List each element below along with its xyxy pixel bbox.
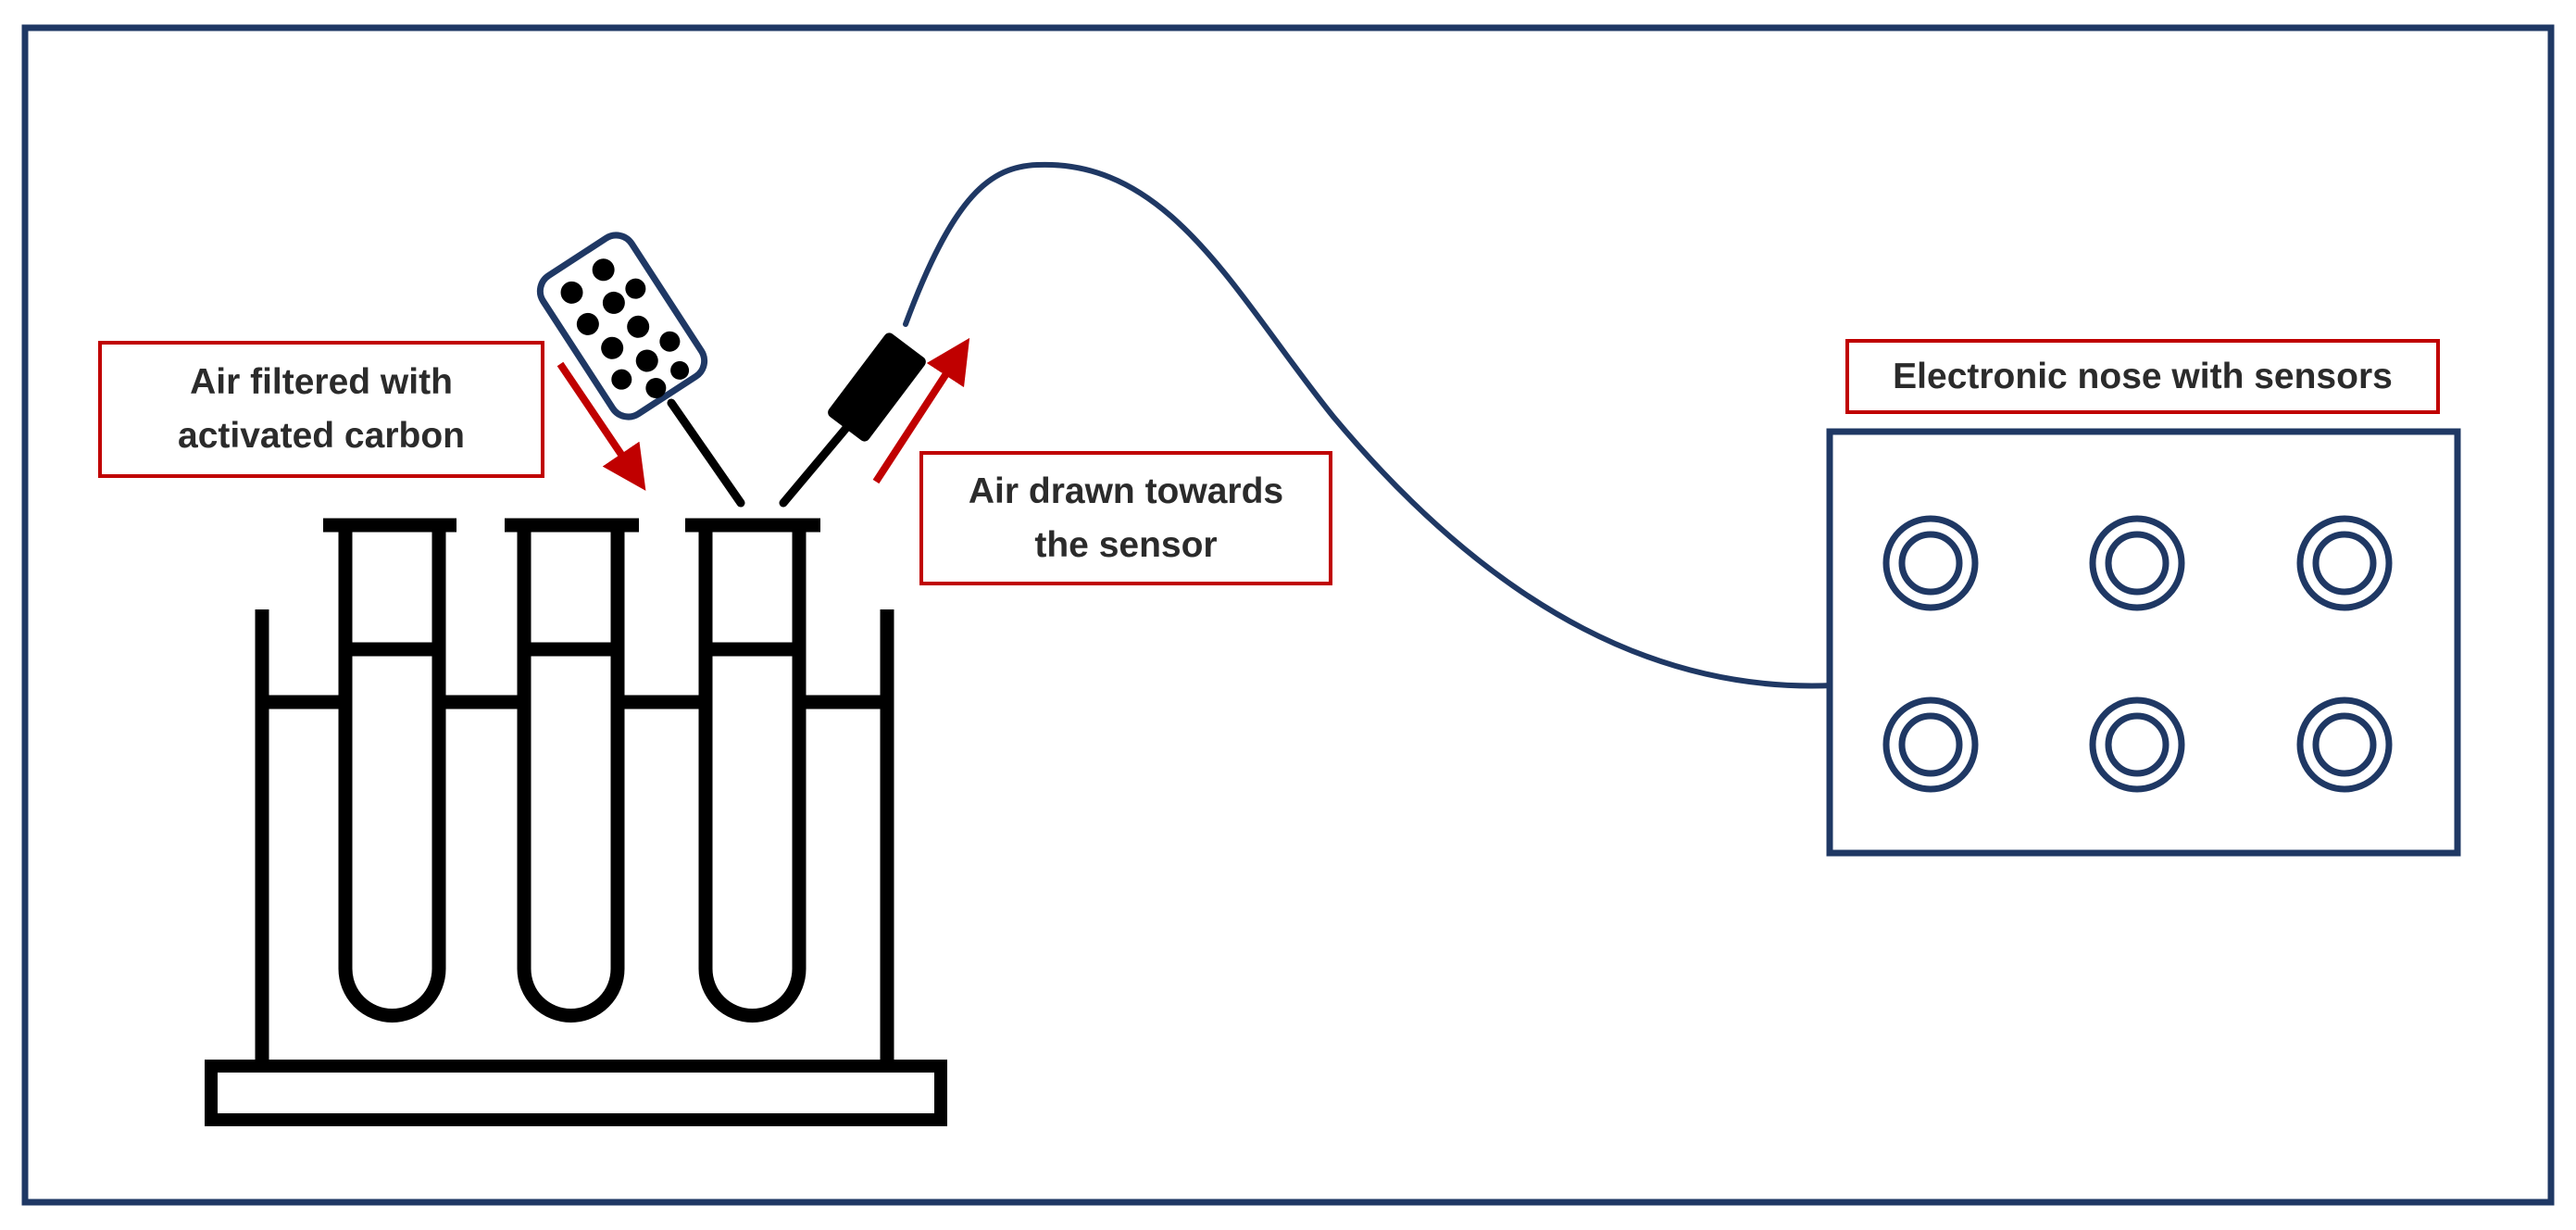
test-tube-1	[323, 518, 456, 1023]
air-in-arrow	[556, 361, 646, 491]
rack-base	[205, 1060, 947, 1126]
outer-frame	[21, 24, 2555, 1206]
sensor-ring-icon	[2089, 515, 2185, 611]
air-out-arrow	[872, 337, 970, 484]
test-tube-rack-icon	[205, 518, 947, 1126]
filter-tube	[667, 398, 745, 508]
sensor-probe-icon	[779, 333, 926, 508]
sensor-cable	[903, 161, 1836, 689]
sensor-ring-icon	[1882, 697, 1979, 793]
label-air-drawn: Air drawn towards the sensor	[919, 451, 1332, 585]
label-electronic-nose: Electronic nose with sensors	[1845, 339, 2440, 414]
filter-cartridge	[536, 232, 708, 420]
sensor-ring-icon	[1882, 515, 1979, 611]
sensor-array	[1882, 515, 2393, 793]
carbon-granules	[560, 258, 690, 399]
electronic-nose-box	[1826, 428, 2461, 857]
test-tube-3	[685, 518, 820, 1023]
sensor-ring-icon	[2296, 697, 2393, 793]
test-tube-2	[505, 518, 639, 1023]
activated-carbon-filter-icon	[536, 232, 745, 508]
sensor-ring-icon	[2296, 515, 2393, 611]
probe-head	[828, 333, 926, 442]
sensor-ring-icon	[2089, 697, 2185, 793]
probe-tube	[779, 423, 851, 508]
electronic-nose-device-icon	[1826, 428, 2461, 857]
label-air-filtered: Air filtered with activated carbon	[98, 341, 544, 478]
